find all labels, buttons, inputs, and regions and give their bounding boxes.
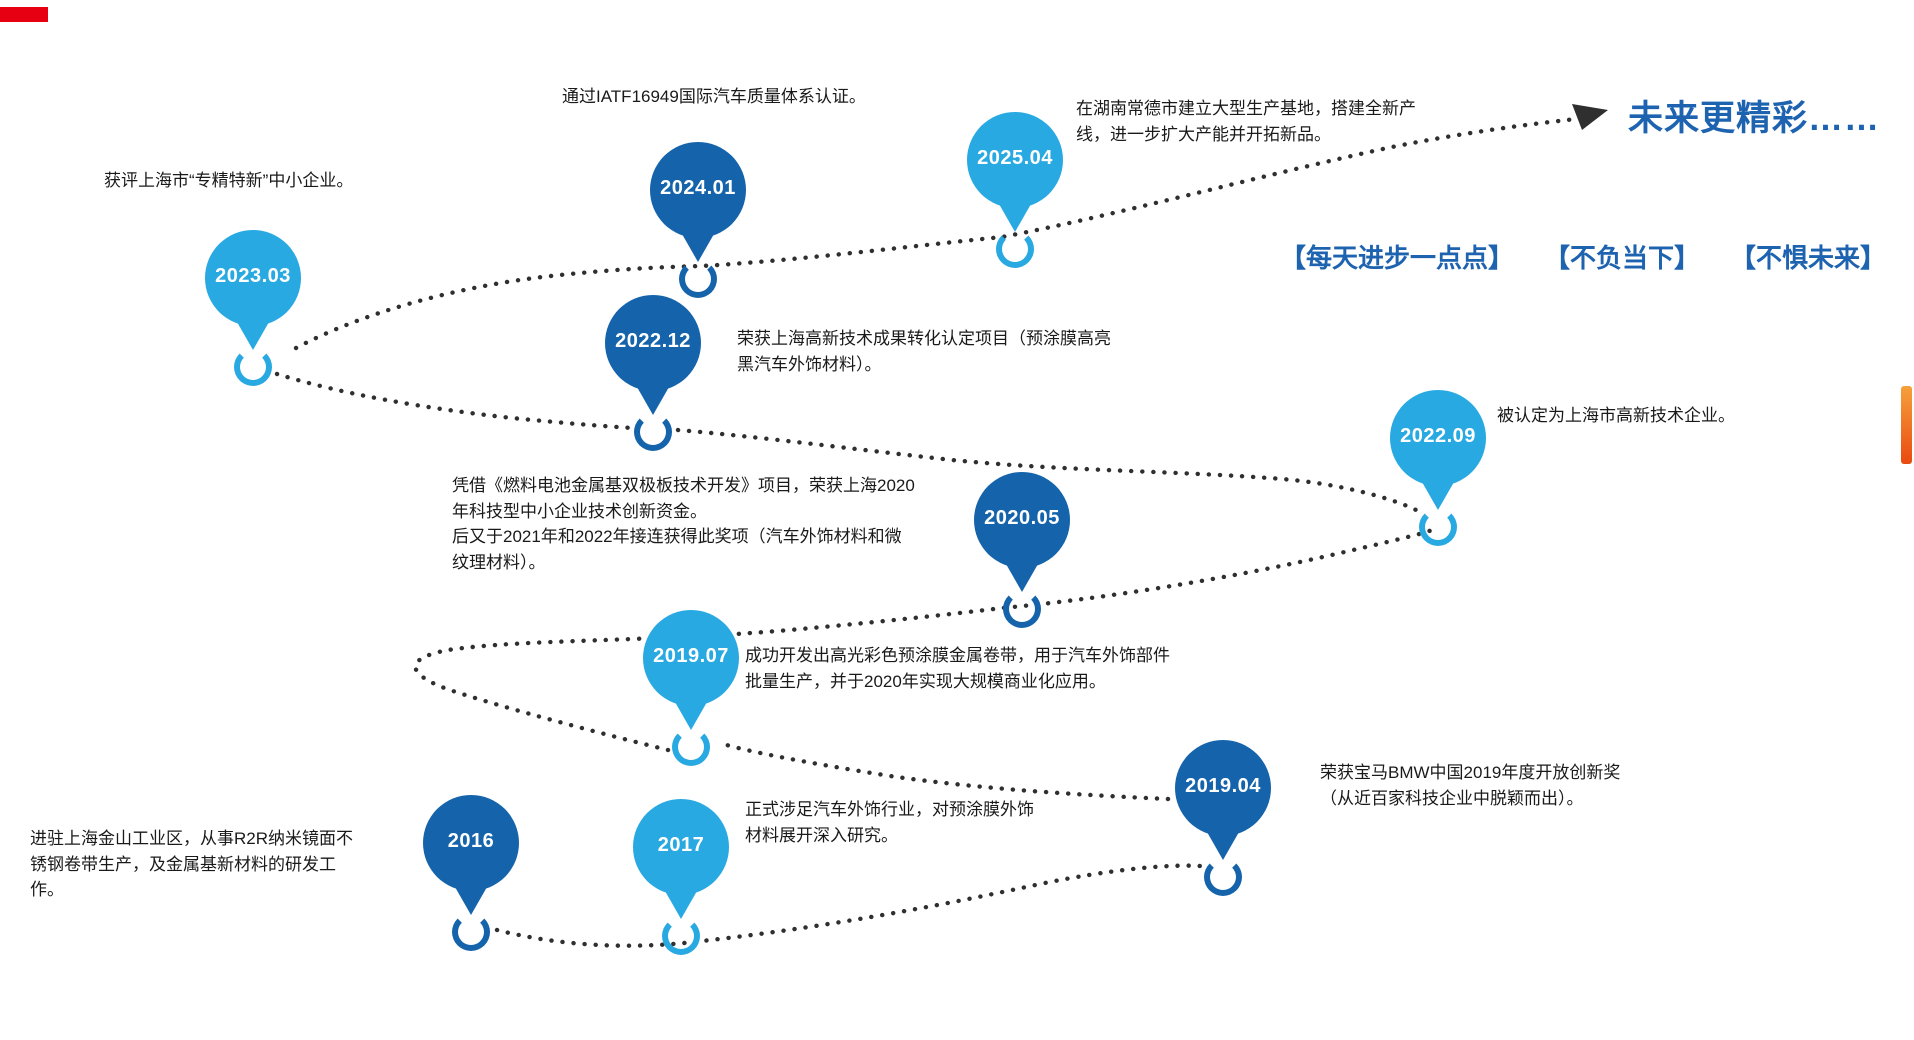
slogan-daily-progress: 【每天进步一点点】 bbox=[1280, 243, 1515, 273]
pin-balloon: 2019.07 bbox=[643, 610, 739, 706]
milestone-pin-2023-03: 2023.03 bbox=[205, 230, 301, 388]
dotted-segment-202303-future bbox=[293, 116, 1579, 351]
pin-balloon: 2016 bbox=[423, 795, 519, 891]
milestone-pin-2024-01: 2024.01 bbox=[650, 142, 746, 300]
pin-balloon: 2017 bbox=[633, 799, 729, 895]
pin-base-arc bbox=[1419, 508, 1457, 546]
pin-balloon: 2025.04 bbox=[967, 112, 1063, 208]
future-arrow-head bbox=[1572, 104, 1608, 130]
milestone-note-2020-05: 凭借《燃料电池金属基双极板技术开发》项目，荣获上海2020年科技型中小企业技术创… bbox=[452, 476, 915, 572]
future-headline: 未来更精彩…… bbox=[1628, 99, 1881, 138]
pin-balloon: 2023.03 bbox=[205, 230, 301, 326]
pin-year-label: 2020.05 bbox=[984, 507, 1060, 529]
milestone-note-2019-07: 成功开发出高光彩色预涂膜金属卷带，用于汽车外饰部件批量生产，并于2020年实现大… bbox=[745, 646, 1170, 691]
pin-base-arc bbox=[672, 728, 710, 766]
milestone-pin-2016: 2016 bbox=[423, 795, 519, 953]
milestone-pin-2019-07: 2019.07 bbox=[643, 610, 739, 768]
pin-balloon: 2019.04 bbox=[1175, 740, 1271, 836]
pin-base-arc bbox=[1003, 590, 1041, 628]
milestone-note-2023-03: 获评上海市“专精特新”中小企业。 bbox=[104, 171, 354, 190]
pin-balloon: 2022.09 bbox=[1390, 390, 1486, 486]
pin-base-arc bbox=[452, 913, 490, 951]
milestone-note-2017: 正式涉足汽车外饰行业，对预涂膜外饰材料展开深入研究。 bbox=[745, 800, 1034, 845]
pin-base-arc bbox=[996, 230, 1034, 268]
milestone-pin-2022-09: 2022.09 bbox=[1390, 390, 1486, 548]
pin-year-label: 2019.04 bbox=[1185, 775, 1261, 797]
pin-base-arc bbox=[662, 917, 700, 955]
slogan-live-the-present: 【不负当下】 bbox=[1544, 243, 1701, 273]
milestone-note-2025-04: 在湖南常德市建立大型生产基地，搭建全新产线，进一步扩大产能并开拓新品。 bbox=[1076, 99, 1416, 144]
pin-year-label: 2023.03 bbox=[215, 265, 291, 287]
milestone-pin-2017: 2017 bbox=[633, 799, 729, 957]
pin-base-arc bbox=[234, 348, 272, 386]
pin-balloon: 2020.05 bbox=[974, 472, 1070, 568]
top-left-accent-bar bbox=[0, 7, 48, 22]
slogan-fear-no-future: 【不惧未来】 bbox=[1730, 243, 1887, 273]
milestone-note-2022-12: 荣获上海高新技术成果转化认定项目（预涂膜高亮黑汽车外饰材料）。 bbox=[737, 329, 1111, 374]
pin-year-label: 2016 bbox=[447, 830, 495, 852]
pin-year-label: 2022.12 bbox=[615, 330, 691, 352]
milestone-pin-2020-05: 2020.05 bbox=[974, 472, 1070, 630]
pin-base-arc bbox=[679, 260, 717, 298]
pin-year-label: 2024.01 bbox=[660, 177, 736, 199]
pin-base-arc bbox=[1204, 858, 1242, 896]
right-edge-scroll-indicator[interactable] bbox=[1901, 386, 1912, 464]
pin-year-label: 2019.07 bbox=[653, 645, 729, 667]
dotted-segment-2016-2019 bbox=[494, 863, 1203, 948]
milestone-note-2024-01: 通过IATF16949国际汽车质量体系认证。 bbox=[562, 87, 866, 106]
dotted-segment-201907-202209 bbox=[413, 527, 1435, 753]
pin-balloon: 2024.01 bbox=[650, 142, 746, 238]
pin-year-label: 2017 bbox=[657, 834, 705, 856]
pin-base-arc bbox=[634, 413, 672, 451]
pin-year-label: 2022.09 bbox=[1400, 425, 1476, 447]
milestone-note-2019-04: 荣获宝马BMW中国2019年度开放创新奖 （从近百家科技企业中脱颖而出）。 bbox=[1320, 763, 1621, 808]
pin-balloon: 2022.12 bbox=[605, 295, 701, 391]
milestone-note-2016: 进驻上海金山工业区，从事R2R纳米镜面不锈钢卷带生产，及金属基新材料的研发工作。 bbox=[30, 829, 354, 899]
milestone-pin-2019-04: 2019.04 bbox=[1175, 740, 1271, 898]
dotted-segment-202303-202212 bbox=[274, 371, 635, 431]
slogan-row: 【每天进步一点点】 【不负当下】 【不惧未来】 bbox=[1280, 238, 1886, 275]
dotted-segment-201904-201907 bbox=[717, 740, 1171, 802]
milestone-note-2022-09: 被认定为上海市高新技术企业。 bbox=[1497, 406, 1735, 425]
milestone-pin-2025-04: 2025.04 bbox=[967, 112, 1063, 270]
milestone-pin-2022-12: 2022.12 bbox=[605, 295, 701, 453]
pin-year-label: 2025.04 bbox=[977, 147, 1053, 169]
dotted-segment-202212-202209 bbox=[675, 427, 1423, 515]
